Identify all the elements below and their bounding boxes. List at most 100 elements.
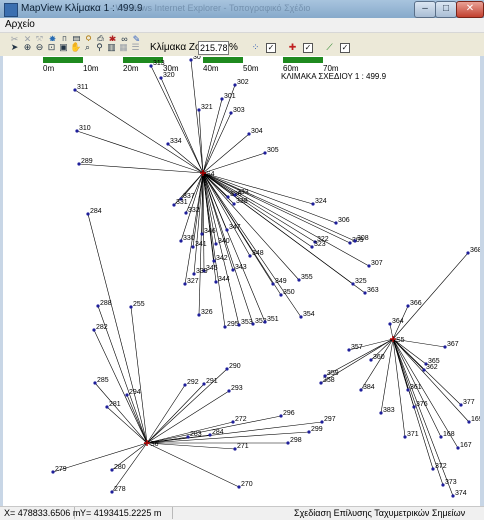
zoom-input[interactable] [198, 41, 229, 55]
survey-point-marker [231, 420, 235, 424]
survey-point-marker [186, 435, 190, 439]
observation-line [202, 172, 240, 326]
cursor-icon[interactable]: ➤ [10, 42, 19, 52]
observation-line [202, 172, 366, 294]
brush-icon[interactable]: ✎ [132, 34, 141, 44]
observation-line [392, 252, 469, 340]
menu-file[interactable]: Αρχείο [5, 19, 35, 30]
list-icon[interactable]: ☰ [131, 42, 140, 52]
survey-point-label: 290 [229, 363, 241, 370]
survey-point-label: 330 [183, 235, 195, 242]
survey-point-marker [229, 111, 233, 115]
observation-line [392, 338, 470, 423]
observation-line [324, 338, 394, 377]
survey-point-marker [75, 129, 79, 133]
observation-line [167, 143, 204, 174]
survey-point-label: 355 [301, 274, 313, 281]
survey-point-label: 30 [193, 56, 201, 61]
survey-point-marker [248, 254, 252, 258]
survey-point-label: 167 [460, 442, 472, 449]
survey-point-marker [441, 483, 445, 487]
toolbar-view: ➤ ⊕ ⊖ ⊡ ▣ ✋ ⌕ ⚲ ▥ ▦ ☰ Κλίμακα Zoom % ⁘ ✓… [0, 41, 484, 56]
points-layer-icon[interactable]: ⁘ [251, 42, 260, 52]
scale-tick-label: 10m [83, 64, 99, 73]
window-title-behind: - Windows Internet Explorer - Τοπογραφικ… [110, 3, 311, 13]
merge-icon[interactable]: ⤧ [35, 34, 44, 44]
layout-icon[interactable]: ▥ [107, 42, 116, 52]
observation-line [202, 172, 300, 281]
print-preview-icon[interactable]: ▤ [72, 34, 81, 44]
observation-line [380, 338, 394, 414]
survey-point-label: 284 [90, 208, 102, 215]
find-icon[interactable]: ⚲ [96, 42, 103, 52]
sparkle-icon[interactable]: ✸ [48, 34, 57, 44]
close-button[interactable]: ✕ [456, 1, 484, 18]
zoom-extents-icon[interactable]: ▣ [59, 42, 68, 52]
survey-point-marker [279, 293, 283, 297]
zoom-window-icon[interactable]: ⊡ [47, 42, 56, 52]
bug-icon[interactable]: ✱ [108, 34, 117, 44]
zoom-glass-icon[interactable]: ⌕ [84, 42, 91, 52]
observation-line [202, 172, 314, 205]
survey-point-marker [359, 388, 363, 392]
survey-point-marker [125, 393, 129, 397]
zoom-out-icon[interactable]: ⊖ [35, 42, 44, 52]
survey-point-label: 367 [447, 341, 459, 348]
survey-point-marker [212, 259, 216, 263]
title-bar[interactable]: MapView Κλίμακα 1 : 499.9 - Windows Inte… [0, 0, 484, 19]
survey-point-marker [431, 467, 435, 471]
lines-layer-checkbox[interactable]: ✓ [340, 43, 350, 53]
station-marker [390, 336, 396, 342]
survey-point-label: 299 [311, 426, 323, 433]
observation-line [202, 172, 337, 224]
survey-point-marker [110, 468, 114, 472]
survey-point-marker [311, 202, 315, 206]
survey-point-label: 304 [251, 128, 263, 135]
scale-tick-label: 50m [243, 64, 259, 73]
observation-line [160, 77, 204, 174]
pan-icon[interactable]: ✋ [70, 42, 82, 52]
points-layer-checkbox[interactable]: ✓ [266, 43, 276, 53]
page-icon[interactable]: ▯ [62, 34, 67, 44]
observation-line [202, 172, 217, 245]
observation-line [392, 338, 442, 438]
zoom-in-icon[interactable]: ⊕ [23, 42, 32, 52]
binoculars-icon[interactable]: ∞ [121, 34, 128, 44]
survey-point-label: 270 [241, 481, 253, 488]
survey-point-marker [313, 240, 317, 244]
maximize-button[interactable]: □ [435, 1, 457, 18]
x-icon[interactable]: ✕ [23, 34, 32, 44]
survey-point-marker [320, 420, 324, 424]
survey-point-label: 292 [187, 379, 199, 386]
minimize-button[interactable]: – [414, 1, 436, 18]
survey-point-marker [443, 345, 447, 349]
survey-point-marker [110, 490, 114, 494]
search-icon[interactable]: ⚲ [85, 34, 92, 44]
survey-point-marker [263, 151, 267, 155]
lines-layer-icon[interactable]: ⟋ [326, 42, 333, 52]
observation-line [52, 442, 148, 473]
stations-layer-checkbox[interactable]: ✓ [303, 43, 313, 53]
survey-point-label: 301 [224, 93, 236, 100]
station-marker [144, 440, 150, 446]
observation-line [202, 172, 236, 196]
survey-point-marker [105, 405, 109, 409]
survey-point-label: 357 [351, 344, 363, 351]
scissors-icon[interactable]: ✂ [10, 34, 19, 44]
observation-line [180, 172, 204, 242]
survey-point-label: 354 [303, 311, 315, 318]
grid-icon[interactable]: ▦ [119, 42, 128, 52]
survey-point-marker [467, 420, 471, 424]
observation-line [202, 172, 370, 267]
survey-point-label: 339 [196, 268, 208, 275]
survey-point-marker [369, 358, 373, 362]
observation-line [392, 338, 406, 438]
station-label: S5 [396, 337, 405, 344]
stations-layer-icon[interactable]: ✚ [288, 42, 297, 52]
print-icon[interactable]: ⎙ [96, 34, 105, 44]
survey-point-marker [367, 264, 371, 268]
observation-line [146, 431, 310, 444]
observation-line [146, 421, 234, 444]
survey-point-marker [351, 282, 355, 286]
